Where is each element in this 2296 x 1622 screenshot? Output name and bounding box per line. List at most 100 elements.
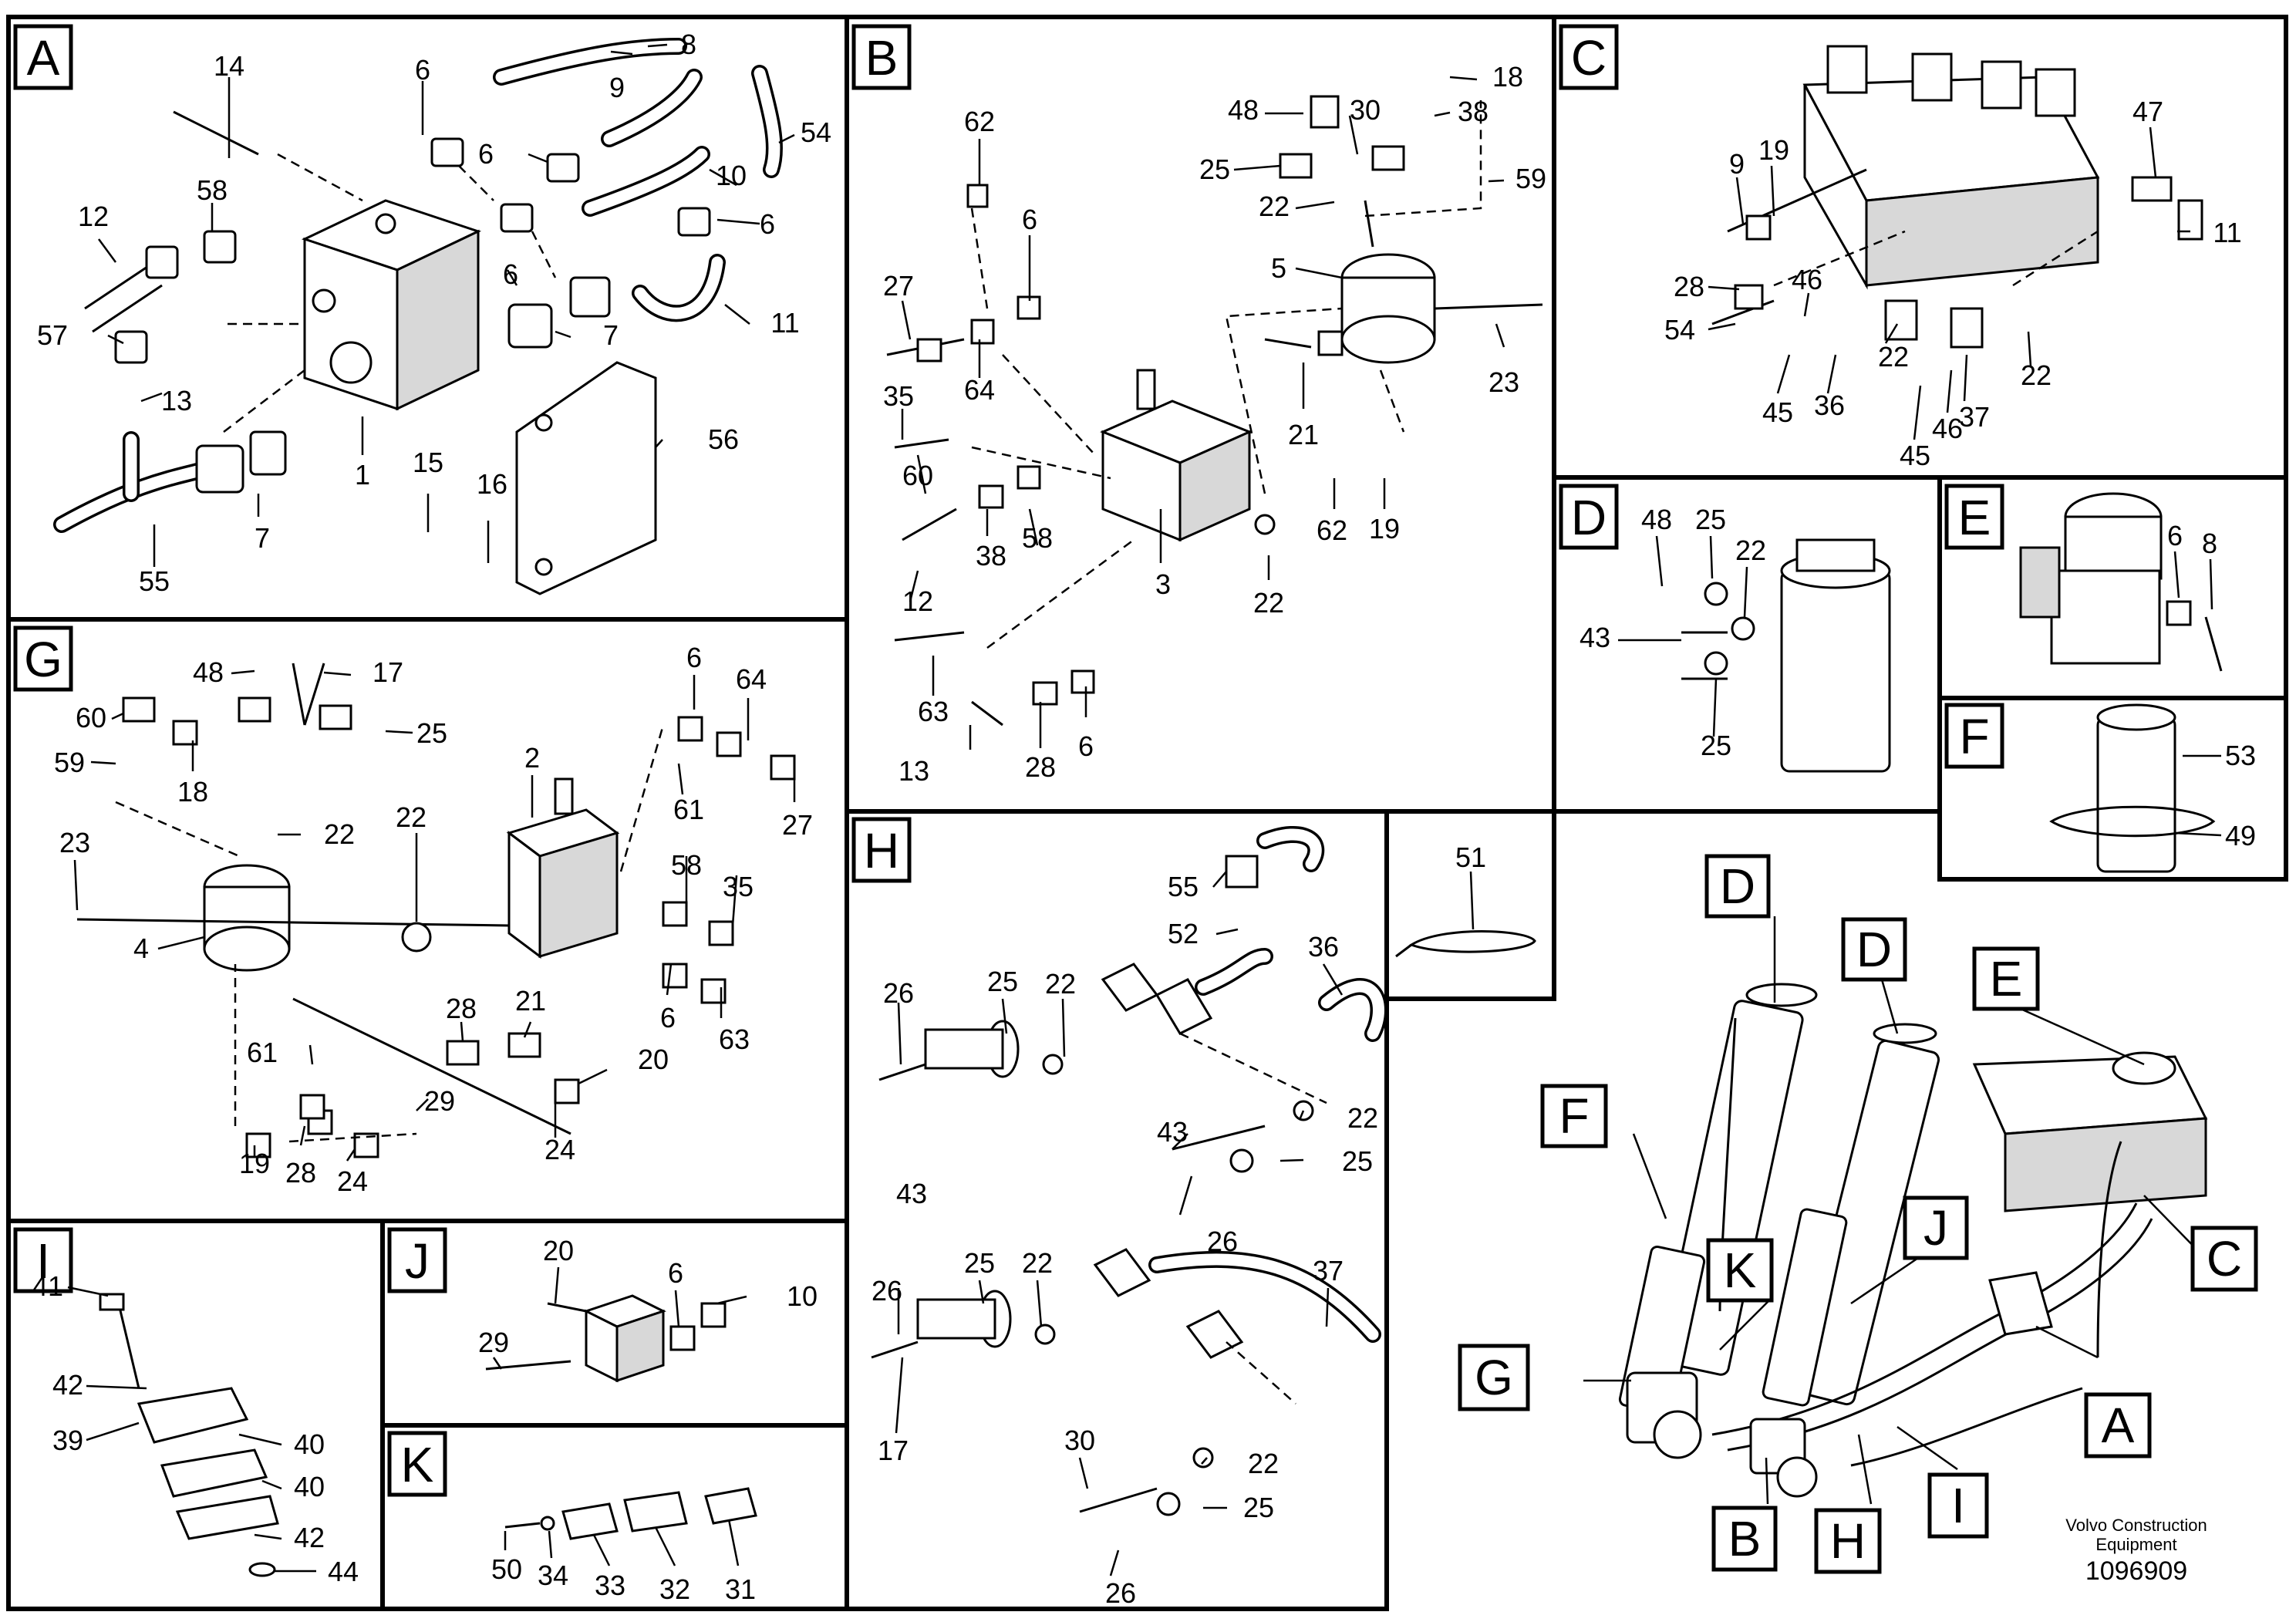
svg-text:26: 26 <box>872 1275 902 1307</box>
svg-text:D: D <box>1571 490 1607 545</box>
svg-text:20: 20 <box>638 1044 669 1075</box>
svg-text:25: 25 <box>416 717 447 749</box>
svg-text:E: E <box>1958 490 1991 545</box>
panel-tag-A: A <box>13 24 73 90</box>
svg-text:29: 29 <box>478 1327 509 1358</box>
svg-text:E: E <box>1990 951 2023 1007</box>
svg-text:6: 6 <box>686 642 702 673</box>
panel-tag-H: H <box>851 817 912 883</box>
svg-text:25: 25 <box>1199 153 1230 185</box>
svg-text:13: 13 <box>899 755 929 787</box>
panel-H-part-labels: 55 52 25 22 36 26 43 22 25 43 26 26 25 2… <box>872 871 1378 1609</box>
overview-callout-D-left: D <box>1704 854 1771 919</box>
svg-text:11: 11 <box>2213 217 2241 248</box>
svg-text:57: 57 <box>37 319 68 351</box>
svg-text:18: 18 <box>177 776 208 808</box>
overview-machine-illustration <box>1583 916 2208 1505</box>
svg-text:16: 16 <box>477 468 507 500</box>
svg-text:34: 34 <box>538 1560 568 1591</box>
svg-text:22: 22 <box>396 801 426 833</box>
svg-text:29: 29 <box>424 1085 455 1117</box>
svg-text:25: 25 <box>987 966 1018 997</box>
svg-text:2: 2 <box>524 742 540 774</box>
svg-text:42: 42 <box>52 1369 83 1401</box>
svg-text:55: 55 <box>139 565 170 597</box>
svg-text:54: 54 <box>1664 314 1695 346</box>
svg-text:44: 44 <box>328 1556 359 1587</box>
overview-callout-H: H <box>1814 1508 1882 1574</box>
svg-text:6: 6 <box>668 1257 683 1289</box>
svg-text:F: F <box>1959 709 1989 764</box>
svg-text:A: A <box>2102 1398 2135 1453</box>
svg-text:28: 28 <box>285 1157 316 1189</box>
panel-A-illustration <box>53 38 783 595</box>
svg-text:46: 46 <box>1792 264 1822 295</box>
svg-text:1: 1 <box>355 459 370 491</box>
svg-text:58: 58 <box>197 174 228 206</box>
svg-text:47: 47 <box>2132 96 2163 127</box>
svg-text:I: I <box>36 1233 50 1289</box>
svg-text:12: 12 <box>78 201 109 232</box>
svg-text:49: 49 <box>2225 820 2256 851</box>
svg-text:A: A <box>27 30 60 86</box>
svg-text:53: 53 <box>2225 740 2256 771</box>
svg-text:10: 10 <box>716 160 747 191</box>
svg-text:25: 25 <box>1342 1145 1373 1177</box>
svg-text:30: 30 <box>1350 94 1381 126</box>
svg-text:18: 18 <box>1492 61 1523 93</box>
svg-text:K: K <box>1724 1243 1757 1298</box>
svg-text:27: 27 <box>883 270 914 302</box>
svg-text:22: 22 <box>1045 968 1076 1000</box>
svg-text:43: 43 <box>1580 622 1610 653</box>
svg-text:25: 25 <box>1695 504 1726 535</box>
svg-text:9: 9 <box>609 72 625 103</box>
overview-callout-K: K <box>1706 1238 1774 1303</box>
svg-text:59: 59 <box>54 747 85 778</box>
svg-text:60: 60 <box>76 702 106 733</box>
panel-J-illustration <box>485 1294 727 1383</box>
svg-text:64: 64 <box>736 663 767 695</box>
svg-text:22: 22 <box>1347 1102 1378 1134</box>
panel-tag-F: F <box>1944 703 2004 769</box>
svg-text:58: 58 <box>1022 522 1053 554</box>
panel-F-frame <box>1937 696 2288 882</box>
panel-D-illustration <box>1681 538 1891 773</box>
svg-text:C: C <box>2207 1231 2242 1286</box>
overview-callout-B: B <box>1711 1506 1778 1572</box>
overview-callout-I: I <box>1927 1472 1989 1539</box>
panel-51-part-labels: 51 <box>1455 841 1486 930</box>
panel-H-illustration <box>871 826 1387 1516</box>
svg-text:17: 17 <box>878 1435 909 1466</box>
panel-tag-J: J <box>387 1227 447 1293</box>
panel-K-frame <box>380 1423 849 1611</box>
svg-text:30: 30 <box>1064 1425 1095 1456</box>
panel-tag-K: K <box>387 1431 447 1497</box>
svg-text:52: 52 <box>1168 918 1199 949</box>
svg-text:60: 60 <box>902 460 933 491</box>
svg-text:6: 6 <box>2167 520 2183 551</box>
svg-text:6: 6 <box>415 54 430 86</box>
panel-G-part-labels: 48 17 6 64 60 25 59 18 2 61 27 22 22 23 … <box>54 642 813 1197</box>
panel-J-part-labels: 20 6 10 29 <box>478 1235 818 1370</box>
svg-text:22: 22 <box>1735 534 1766 566</box>
svg-text:39: 39 <box>52 1425 83 1456</box>
svg-text:F: F <box>1559 1088 1589 1144</box>
svg-text:3: 3 <box>1155 568 1171 600</box>
panel-F-illustration <box>2049 703 2216 873</box>
svg-text:27: 27 <box>782 809 813 841</box>
overview-callout-C: C <box>2190 1226 2258 1292</box>
svg-text:46: 46 <box>1932 413 1963 444</box>
overview-callout-D-right: D <box>1841 917 1907 982</box>
svg-text:35: 35 <box>883 380 914 412</box>
svg-text:36: 36 <box>1814 389 1845 421</box>
svg-text:23: 23 <box>1489 366 1519 398</box>
overview-callout-G: G <box>1458 1344 1530 1411</box>
svg-text:37: 37 <box>1313 1255 1344 1286</box>
svg-text:28: 28 <box>1674 271 1704 302</box>
svg-text:J: J <box>405 1233 430 1289</box>
panel-C-part-labels: 47 9 19 11 28 46 54 22 22 45 36 46 37 45 <box>1664 96 2242 471</box>
svg-text:40: 40 <box>294 1471 325 1502</box>
svg-text:12: 12 <box>902 585 933 617</box>
svg-text:H: H <box>1830 1513 1866 1569</box>
overview-callout-J: J <box>1903 1195 1969 1260</box>
